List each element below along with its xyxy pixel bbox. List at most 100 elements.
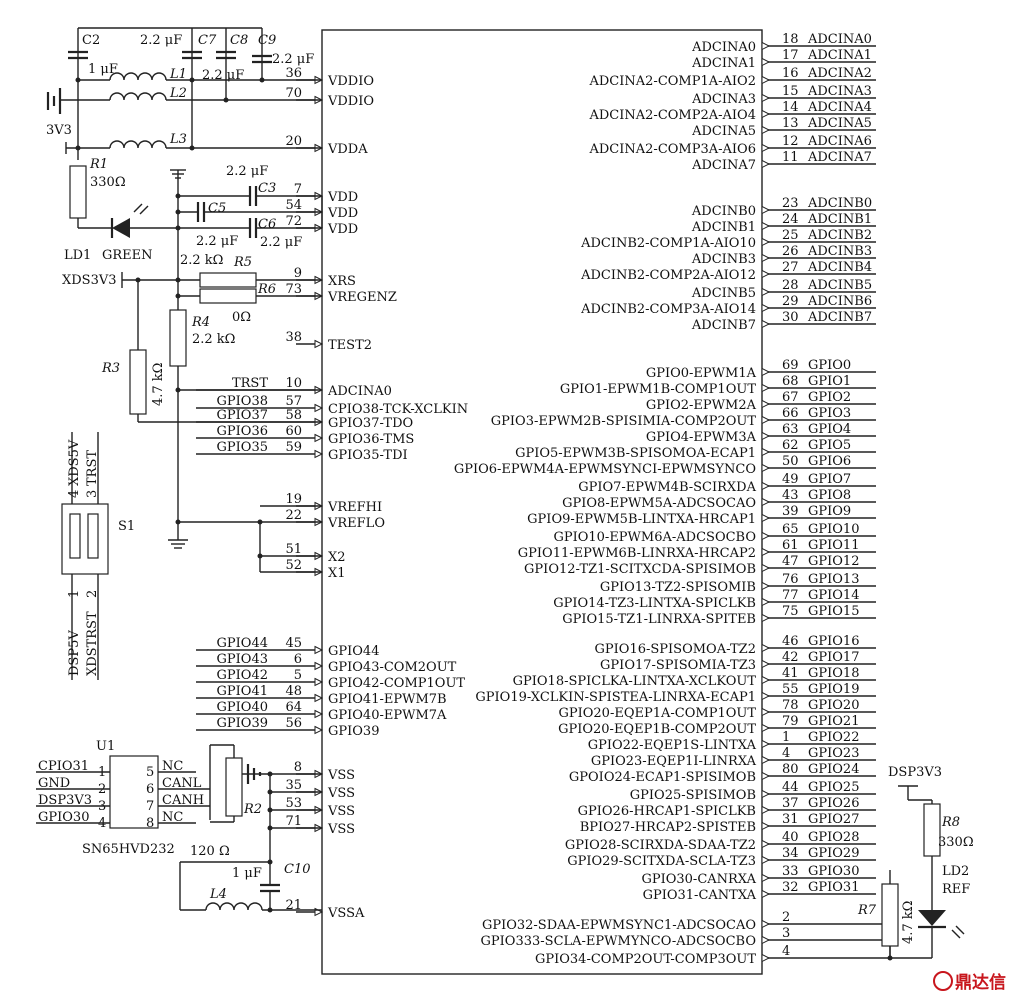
mcu-pin-name: ADCINB0 bbox=[691, 204, 756, 219]
u1-pin6: 6 bbox=[146, 782, 154, 797]
power-supply-network: C2 1 μF 2.2 μF C7 C8 C9 2.2 μF 2.2 μF L1… bbox=[46, 27, 323, 573]
mcu-net-label: ADCINB4 bbox=[807, 260, 872, 275]
mcu-pin-name: GPOIO24-ECAP1-SPISIMOB bbox=[569, 770, 756, 785]
mcu-pin-name: GPIO19-XCLKIN-SPISTEA-LINRXA-ECAP1 bbox=[475, 690, 756, 705]
mcu-pin-number: 29 bbox=[782, 294, 799, 309]
mcu-pin-number: 6 bbox=[294, 652, 302, 667]
mcu-net-label: ADCINB0 bbox=[807, 196, 872, 211]
mcu-pin-name: GPIO36-TMS bbox=[328, 432, 414, 447]
mcu-pin-name: ADCINB5 bbox=[691, 286, 756, 301]
mcu-pin-number: 63 bbox=[782, 422, 799, 437]
mcu-pin-number: 18 bbox=[782, 32, 799, 47]
s1-pin2-net: XDSTRST bbox=[85, 611, 100, 676]
mcu-pin-number: 4 bbox=[782, 944, 790, 959]
mcu-pin-name: GPIO39 bbox=[328, 724, 379, 739]
mcu-pin-number: 40 bbox=[782, 830, 799, 845]
mcu-net-label: TRST bbox=[232, 376, 268, 391]
mcu-pin-name: ADCINA2-COMP1A-AIO2 bbox=[589, 74, 757, 89]
mcu-net-label: ADCINA5 bbox=[807, 116, 872, 131]
mcu-pin-number: 20 bbox=[285, 134, 302, 149]
mcu-pin-number: 71 bbox=[285, 814, 302, 829]
mcu-net-label: GPIO18 bbox=[808, 666, 859, 681]
mcu-pin-name: CPIO38-TCK-XCLKIN bbox=[328, 402, 468, 417]
mcu-pin-number: 62 bbox=[782, 438, 799, 453]
mcu-pin-number: 48 bbox=[285, 684, 302, 699]
u1-ref: U1 bbox=[96, 739, 115, 754]
r2-ref: R2 bbox=[243, 802, 262, 817]
ld2-led-symbol bbox=[918, 910, 946, 926]
mcu-net-label: GPIO12 bbox=[808, 554, 859, 569]
mcu-pin-name: ADCINA2-COMP2A-AIO4 bbox=[589, 108, 757, 123]
mcu-pin-name: GPIO20-EQEP1B-COMP2OUT bbox=[558, 722, 756, 737]
mcu-pin-name: GPIO42-COMP1OUT bbox=[328, 676, 465, 691]
mcu-pin-name: ADCINB1 bbox=[691, 220, 756, 235]
mcu-pin-name: GPIO23-EQEP1I-LINRXA bbox=[591, 754, 757, 769]
mcu-net-label: ADCINB5 bbox=[807, 278, 872, 293]
c8-value: 2.2 μF bbox=[202, 68, 244, 83]
mcu-pin-name: ADCINA2-COMP3A-AIO6 bbox=[589, 142, 757, 157]
mcu-net-label: GPIO25 bbox=[808, 780, 859, 795]
mcu-pin-number: 23 bbox=[782, 196, 799, 211]
mcu-net-label: GPIO10 bbox=[808, 522, 859, 537]
mcu-pin-name: VDDIO bbox=[327, 94, 374, 109]
mcu-pin-number: 79 bbox=[782, 714, 799, 729]
mcu-net-label: GPIO3 bbox=[808, 406, 851, 421]
r3-value: 4.7 kΩ bbox=[151, 363, 166, 406]
s1-pin4-net: XDS5V bbox=[67, 439, 82, 486]
mcu-pin-number: 10 bbox=[285, 376, 302, 391]
mcu-net-label: ADCINB1 bbox=[807, 212, 872, 227]
mcu-net-label: GPIO13 bbox=[808, 572, 859, 587]
mcu-pin-name: GPIO44 bbox=[328, 644, 379, 659]
mcu-pin-number: 30 bbox=[782, 310, 799, 325]
mcu-pin-number: 68 bbox=[782, 374, 799, 389]
mcu-pin-name: VREFHI bbox=[327, 500, 382, 515]
mcu-pin-name: GPIO16-SPISOMOA-TZ2 bbox=[595, 642, 756, 657]
mcu-pin-name: GPIO40-EPWM7A bbox=[328, 708, 447, 723]
r6-value: 0Ω bbox=[232, 310, 251, 325]
mcu-pin-number: 34 bbox=[782, 846, 799, 861]
mcu-net-label: GPIO39 bbox=[217, 716, 268, 731]
mcu-net-label: ADCINB3 bbox=[807, 244, 872, 259]
mcu-pin-number: 45 bbox=[285, 636, 302, 651]
ld2-ref: LD2 bbox=[942, 864, 969, 879]
watermark-logo: 鼎达信 bbox=[933, 968, 1006, 993]
mcu-pin-number: 35 bbox=[285, 778, 302, 793]
mcu-pin-number: 75 bbox=[782, 604, 799, 619]
mcu-pin-number: 7 bbox=[294, 182, 302, 197]
c3-value: 2.2 μF bbox=[226, 164, 268, 179]
mcu-pin-number: 37 bbox=[782, 796, 799, 811]
mcu-pin-name: GPIO12-TZ1-SCITXCDA-SPISIMOB bbox=[524, 562, 756, 577]
mcu-pin-name: GPIO4-EPWM3A bbox=[646, 430, 757, 445]
mcu-pin-number: 32 bbox=[782, 880, 799, 895]
mcu-net-label: GPIO37 bbox=[217, 408, 268, 423]
xds3v3-label: XDS3V3 bbox=[62, 273, 117, 288]
mcu-pin-name: ADCINB2-COMP3A-AIO14 bbox=[580, 302, 756, 317]
mcu-pin-name: GPIO14-TZ3-LINTXA-SPICLKB bbox=[553, 596, 756, 611]
mcu-pin-name: X2 bbox=[328, 550, 346, 565]
mcu-net-label: GPIO36 bbox=[217, 424, 268, 439]
mcu-pin-name: VDD bbox=[327, 206, 358, 221]
r5-value: 2.2 kΩ bbox=[180, 253, 223, 268]
mcu-net-label: GPIO15 bbox=[808, 604, 859, 619]
mcu-pin-name: GPIO9-EPWM5B-LINTXA-HRCAP1 bbox=[527, 512, 756, 527]
mcu-pin-name: GPIO22-EQEP1S-LINTXA bbox=[588, 738, 757, 753]
l1-ref: L1 bbox=[169, 67, 187, 82]
mcu-net-label: GPIO19 bbox=[808, 682, 859, 697]
mcu-pin-number: 47 bbox=[782, 554, 799, 569]
mcu-pin-number: 51 bbox=[285, 542, 302, 557]
mcu-pin-number: 3 bbox=[782, 926, 790, 941]
mcu-pin-number: 33 bbox=[782, 864, 799, 879]
u1-can-transceiver: U1 CPIO31 1 GND 2 DSP3V3 3 GPIO30 4 5 NC… bbox=[36, 739, 322, 913]
r3-ref: R3 bbox=[101, 361, 120, 376]
mcu-pin-number: 25 bbox=[782, 228, 799, 243]
c7-value: 2.2 μF bbox=[140, 33, 182, 48]
mcu-pin-name: GPIO29-SCITXDA-SCLA-TZ3 bbox=[567, 854, 756, 869]
mcu-net-label: GPIO35 bbox=[217, 440, 268, 455]
l2-coil bbox=[109, 92, 167, 101]
mcu-pin-name: ADCINB2-COMP1A-AIO10 bbox=[580, 236, 756, 251]
mcu-pin-name: VSS bbox=[327, 768, 355, 783]
mcu-pin-number: 5 bbox=[294, 668, 302, 683]
mcu-pin-number: 77 bbox=[782, 588, 799, 603]
mcu-pin-name: ADCINA3 bbox=[691, 92, 756, 107]
